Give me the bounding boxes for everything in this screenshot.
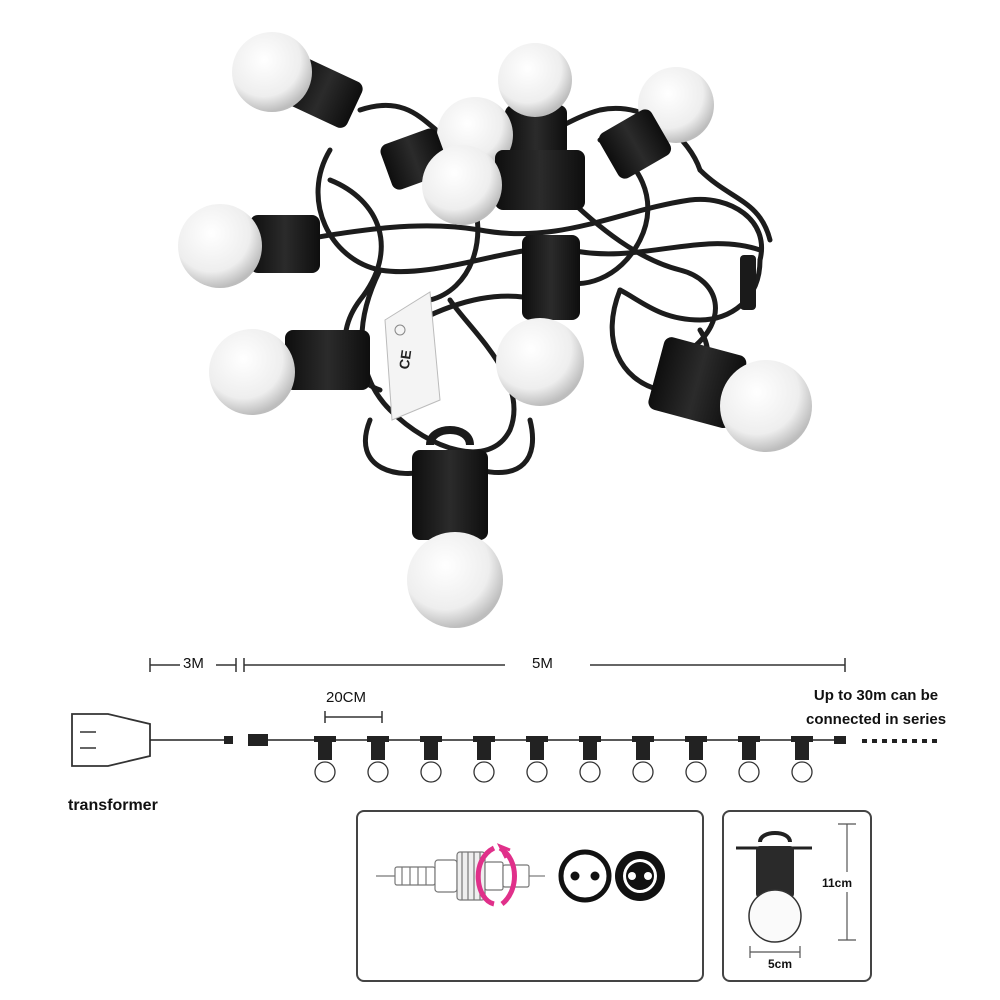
transformer-icon (71, 713, 151, 767)
string-length-label: 5M (532, 655, 553, 672)
cable-inline-connector (740, 255, 756, 310)
ce-mark: CE (396, 349, 415, 370)
string-bulb (632, 736, 654, 783)
bulb (422, 145, 585, 225)
height-label: 11cm (822, 876, 853, 890)
string-bulb (367, 736, 389, 783)
bulb (498, 43, 572, 157)
width-dimension (749, 946, 801, 958)
height-dimension (838, 823, 856, 941)
bulb-size-icon (736, 831, 812, 943)
transformer-label: transformer (68, 797, 158, 814)
rotate-arrow-icon (475, 843, 517, 907)
string-bulb (473, 736, 495, 783)
string-bulb (791, 736, 813, 783)
bulb (648, 337, 812, 452)
string-bulb (314, 736, 336, 783)
bulb (232, 32, 363, 128)
bulb (209, 329, 370, 415)
bulb (407, 426, 503, 628)
wiring-diagram (71, 658, 938, 783)
string-bulb (738, 736, 760, 783)
string-socket (248, 734, 268, 746)
bulb (178, 204, 320, 288)
panel-icons (376, 823, 856, 958)
string-bulb (526, 736, 548, 783)
lead-length-dimension (149, 658, 237, 672)
socket-two-pin-icon (558, 849, 612, 903)
lead-length-label: 3M (183, 655, 204, 672)
lead-plug (224, 736, 233, 744)
spacing-dimension (324, 711, 383, 723)
series-note: Up to 30m can be connected in series (806, 684, 946, 732)
spacing-label: 20CM (326, 689, 367, 706)
string-length-dimension (243, 658, 846, 672)
width-label: 5cm (768, 957, 793, 971)
string-bulb (685, 736, 707, 783)
product-photo: CE (178, 32, 812, 628)
product-tag: CE (384, 291, 441, 421)
bulb (598, 67, 714, 179)
series-note-line1: Up to 30m can be (813, 687, 939, 704)
plug-two-pin-icon (615, 851, 665, 901)
series-note-line2: connected in series (806, 711, 947, 728)
screw-connector-icon (376, 851, 545, 901)
end-connector (834, 736, 846, 744)
bulb (496, 235, 584, 406)
string-bulb (420, 736, 442, 783)
string-bulb (579, 736, 601, 783)
